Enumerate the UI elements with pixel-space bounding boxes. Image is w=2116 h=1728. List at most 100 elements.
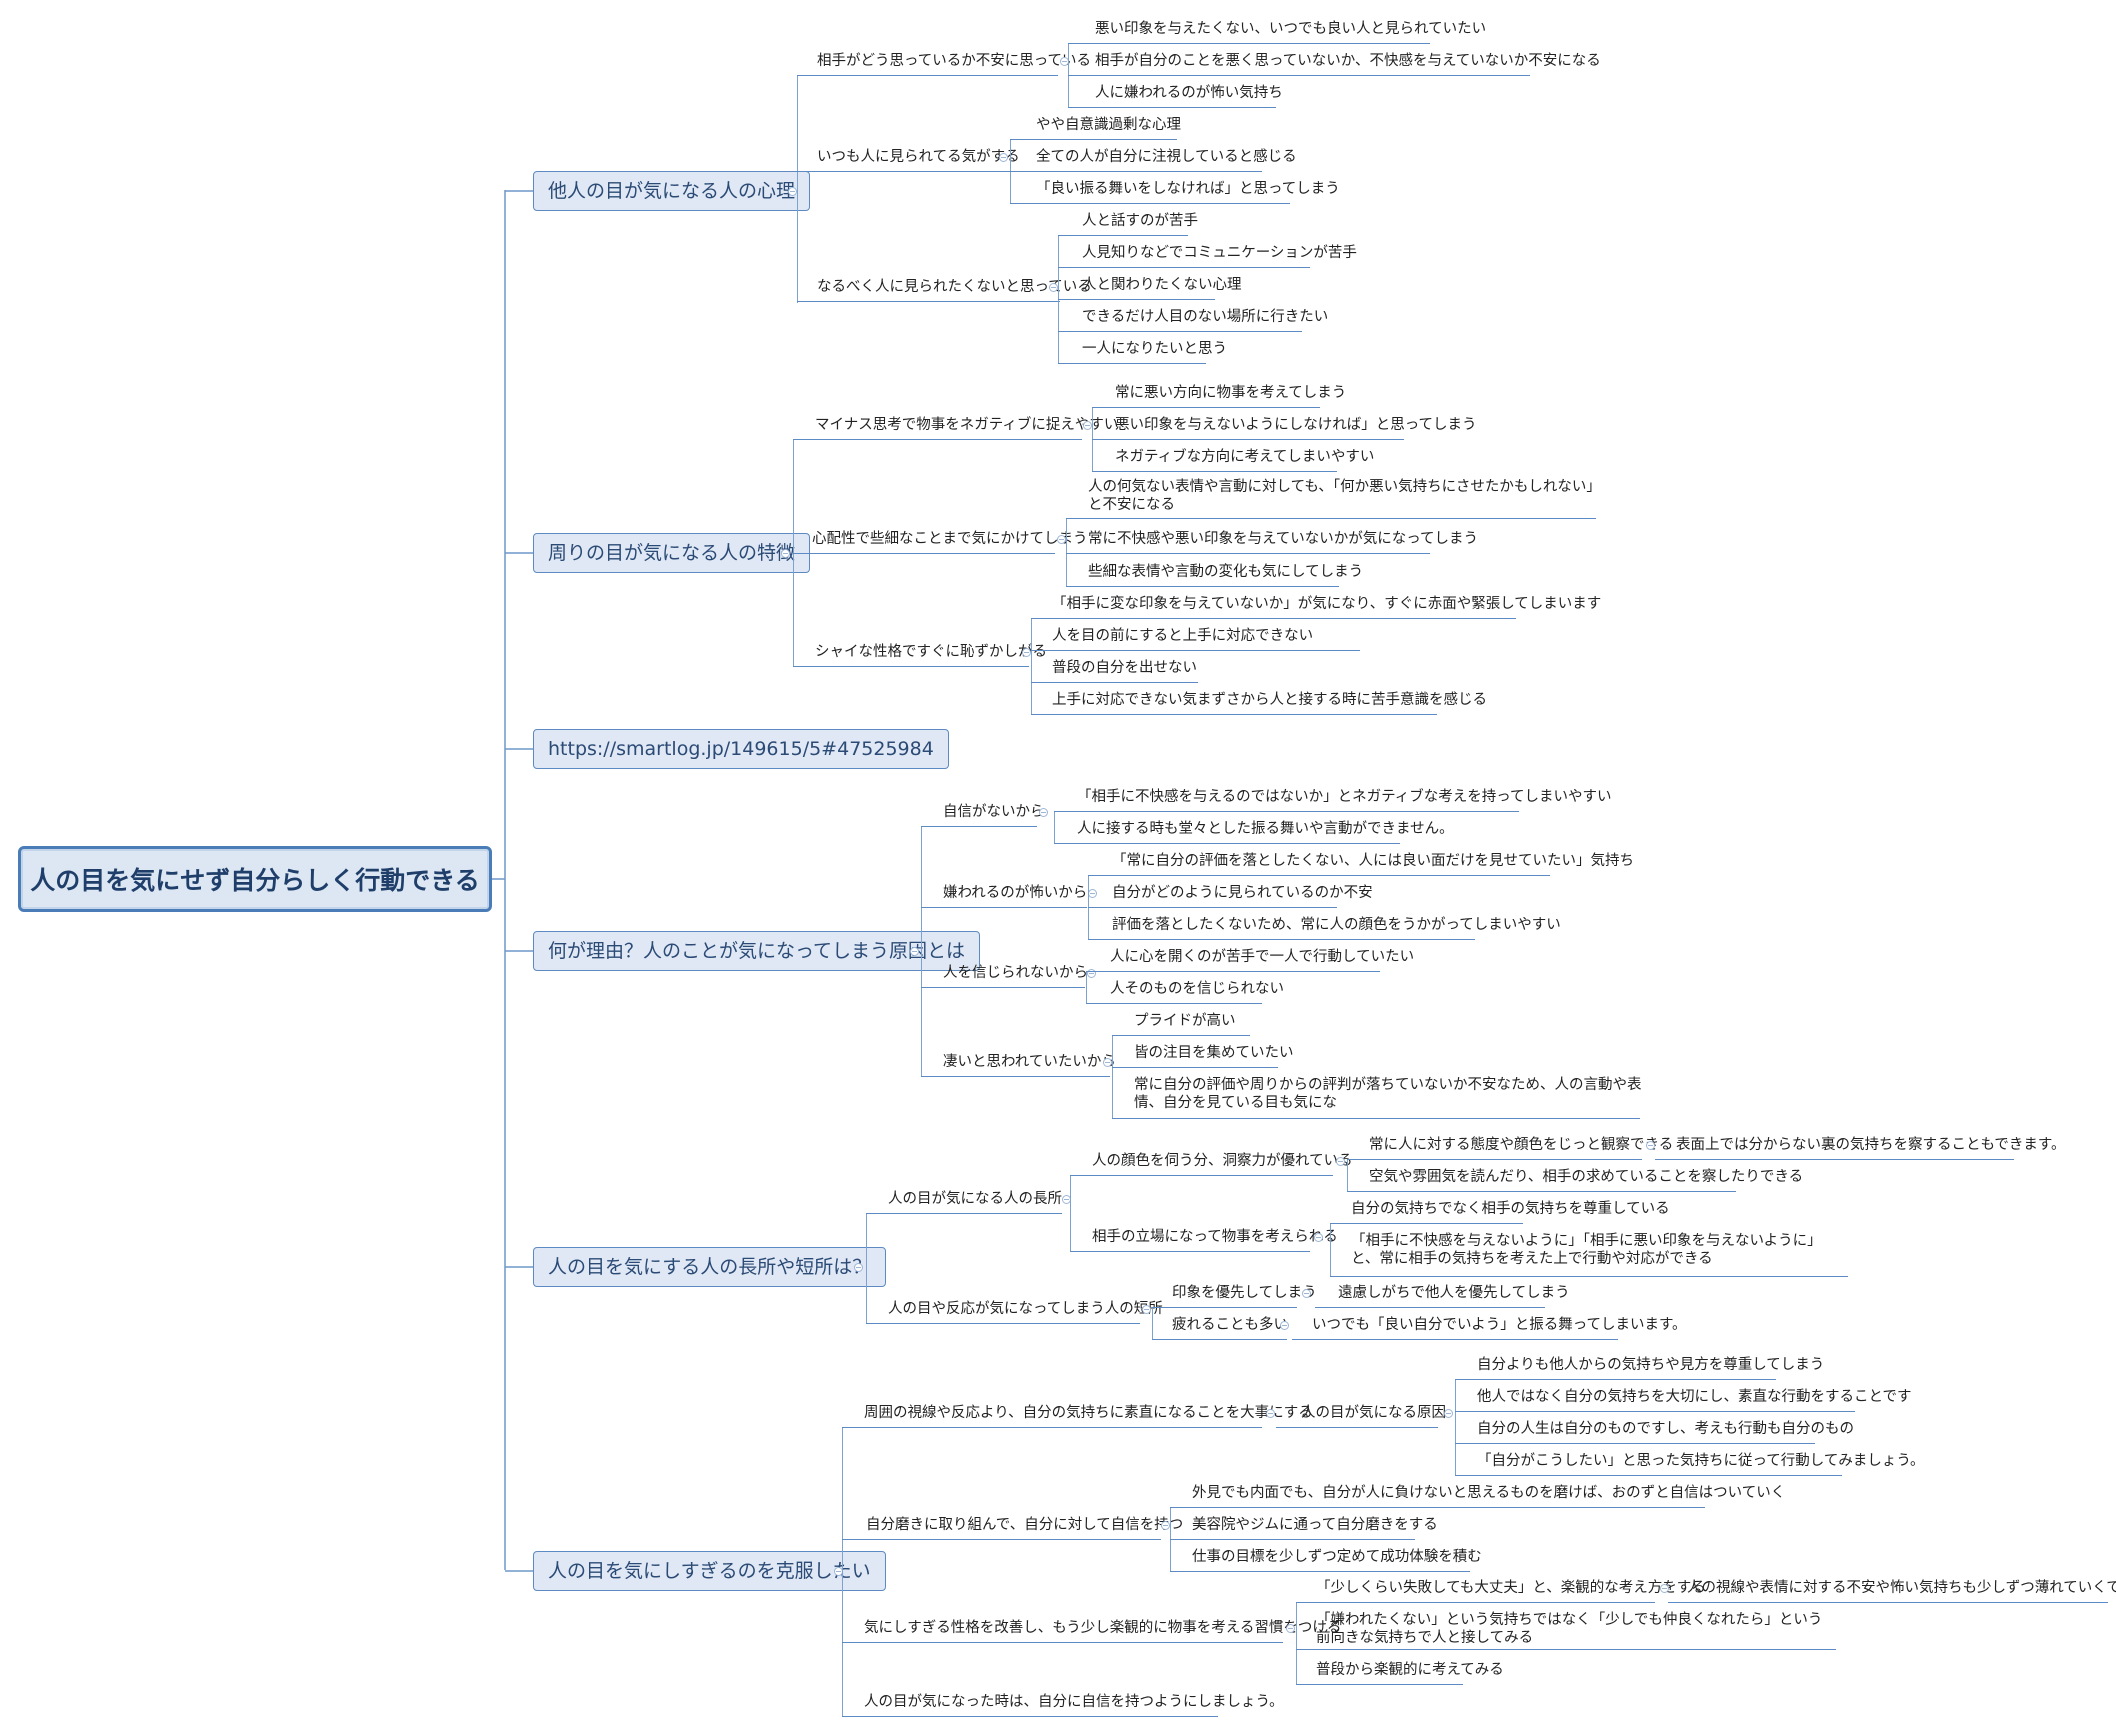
leaf-node[interactable]: 人を目の前にすると上手に対応できない: [1052, 628, 1314, 644]
main-node-psychology[interactable]: 他人の目が気になる人の心理: [533, 171, 811, 211]
branch-node[interactable]: 「少しくらい失敗しても大丈夫」と、楽観的な考え方をする: [1316, 1580, 1706, 1596]
leaf-node[interactable]: 他人ではなく自分の気持ちを大切にし、素直な行動をすることです: [1477, 1389, 1912, 1405]
leaf-node[interactable]: 一人になりたいと思う: [1082, 341, 1227, 357]
leaf-node[interactable]: 普段から楽観的に考えてみる: [1316, 1662, 1504, 1678]
leaf-node[interactable]: 遠慮しがちで他人を優先してしまう: [1338, 1285, 1570, 1301]
branch-node[interactable]: 人の顔色を伺う分、洞察力が優れている: [1092, 1153, 1353, 1169]
main-node-overcome[interactable]: 人の目を気にしすぎるのを克服したい: [533, 1551, 886, 1591]
leaf-node[interactable]: 皆の注目を集めていたい: [1134, 1045, 1294, 1061]
collapse-toggle[interactable]: [1021, 647, 1031, 657]
leaf-node[interactable]: 評価を落としたくないため、常に人の顔色をうかがってしまいやすい: [1112, 917, 1561, 933]
branch-node[interactable]: 疲れることも多い: [1172, 1317, 1288, 1333]
collapse-toggle[interactable]: [1086, 968, 1096, 978]
branch-node[interactable]: 人の目が気になった時は、自分に自信を持つようにしましょう。: [864, 1694, 1284, 1710]
leaf-node[interactable]: 外見でも内面でも、自分が人に負けないと思えるものを磨けば、おのずと自信はついてい…: [1192, 1485, 1786, 1501]
main-node-characteristics[interactable]: 周りの目が気になる人の特徴: [533, 533, 811, 573]
collapse-toggle[interactable]: [1285, 1623, 1295, 1633]
leaf-node[interactable]: 自分がどのように見られているのか不安: [1112, 885, 1373, 901]
leaf-node[interactable]: 些細な表情や言動の変化も気にしてしまう: [1088, 564, 1364, 580]
branch-node[interactable]: 嫌われるのが怖いから: [943, 885, 1088, 901]
branch-node[interactable]: シャイな性格ですぐに恥ずかしがる: [815, 644, 1047, 660]
leaf-node[interactable]: 普段の自分を出せない: [1052, 660, 1197, 676]
leaf-node[interactable]: 自分の気持ちでなく相手の気持ちを尊重している: [1351, 1201, 1670, 1217]
collapse-toggle[interactable]: [787, 186, 797, 196]
collapse-toggle[interactable]: [853, 1262, 863, 1272]
collapse-toggle[interactable]: [909, 946, 919, 956]
branch-node[interactable]: 人を信じられないから: [943, 965, 1088, 981]
leaf-node[interactable]: 「自分がこうしたい」と思った気持ちに従って行動してみましょう。: [1477, 1453, 1925, 1469]
collapse-toggle[interactable]: [1301, 1288, 1311, 1298]
branch-node[interactable]: なるべく人に見られたくないと思っている: [817, 279, 1092, 295]
collapse-toggle[interactable]: [1335, 1156, 1345, 1166]
branch-node[interactable]: 周囲の視線や反応より、自分の気持ちに素直になることを大事にする: [864, 1405, 1313, 1421]
branch-node[interactable]: 相手がどう思っているか不安に思っている: [817, 53, 1092, 69]
leaf-node[interactable]: 自分の人生は自分のものですし、考えも行動も自分のもの: [1477, 1421, 1854, 1437]
leaf-node[interactable]: 常に不快感や悪い印象を与えていないかが気になってしまう: [1088, 531, 1479, 547]
branch-node[interactable]: 人の目や反応が気になってしまう人の短所: [888, 1301, 1163, 1317]
leaf-node[interactable]: 「良い振る舞いをしなければ」と思ってしまう: [1036, 181, 1340, 197]
leaf-node[interactable]: 悪い印象を与えないようにしなければ」と思ってしまう: [1115, 417, 1477, 433]
collapse-toggle[interactable]: [998, 152, 1008, 162]
leaf-node[interactable]: 人の視線や表情に対する不安や怖い気持ちも少しずつ薄れていくでしょう: [1687, 1580, 2116, 1596]
collapse-toggle[interactable]: [1645, 1140, 1655, 1150]
leaf-node[interactable]: 全ての人が自分に注視していると感じる: [1036, 149, 1297, 165]
collapse-toggle[interactable]: [1082, 420, 1092, 430]
leaf-node[interactable]: 人に嫌われるのが怖い気持ち: [1095, 85, 1283, 101]
leaf-node[interactable]: 常に人に対する態度や顔色をじっと観察できる: [1369, 1137, 1674, 1153]
collapse-toggle[interactable]: [1265, 1408, 1275, 1418]
leaf-node[interactable]: 「相手に変な印象を与えていないか」が気になり、すぐに赤面や緊張してしまいます: [1052, 596, 1602, 612]
branch-node[interactable]: 自信がないから: [943, 804, 1045, 820]
leaf-node[interactable]: 「相手に不快感を与えないように」「相手に悪い印象を与えないように」と、常に相手の…: [1351, 1233, 1822, 1267]
leaf-node[interactable]: 空気や雰囲気を読んだり、相手の求めていることを察したりできる: [1369, 1169, 1804, 1185]
collapse-toggle[interactable]: [1048, 282, 1058, 292]
leaf-node[interactable]: 人と関わりたくない心理: [1082, 277, 1242, 293]
collapse-toggle[interactable]: [780, 548, 790, 558]
leaf-node[interactable]: 自分よりも他人からの気持ちや見方を尊重してしまう: [1477, 1357, 1825, 1373]
collapse-toggle[interactable]: [1038, 807, 1048, 817]
branch-node[interactable]: いつも人に見られてる気がする: [817, 149, 1020, 165]
leaf-node[interactable]: 人の何気ない表情や言動に対しても、「何か悪い気持ちにさせたかもしれない」と不安に…: [1088, 479, 1594, 513]
branch-node[interactable]: 印象を優先してしまう: [1172, 1285, 1317, 1301]
branch-node[interactable]: 自分磨きに取り組んで、自分に対して自信を持つ: [866, 1517, 1184, 1533]
leaf-node[interactable]: 「常に自分の評価を落としたくない、人には良い面だけを見せていたい」気持ち: [1112, 853, 1634, 869]
leaf-node[interactable]: 常に悪い方向に物事を考えてしまう: [1115, 385, 1347, 401]
collapse-toggle[interactable]: [1313, 1232, 1323, 1242]
root-node[interactable]: 人の目を気にせず自分らしく行動できる: [18, 846, 492, 912]
leaf-node[interactable]: いつでも「良い自分でいよう」と振る舞ってしまいます。: [1312, 1317, 1687, 1333]
leaf-node[interactable]: 「嫌われたくない」という気持ちではなく「少しでも仲良くなれたら」という前向きな気…: [1316, 1612, 1823, 1646]
leaf-node[interactable]: 悪い印象を与えたくない、いつでも良い人と見られていたい: [1095, 21, 1487, 37]
branch-node[interactable]: 人の目が気になる原因: [1301, 1405, 1446, 1421]
branch-node[interactable]: 気にしすぎる性格を改善し、もう少し楽観的に物事を考える習慣をつける: [864, 1620, 1342, 1636]
leaf-node[interactable]: ネガティブな方向に考えてしまいやすい: [1115, 449, 1375, 465]
leaf-node[interactable]: 人と話すのが苦手: [1082, 213, 1198, 229]
branch-node[interactable]: 相手の立場になって物事を考えられる: [1092, 1229, 1338, 1245]
leaf-node[interactable]: 常に自分の評価や周りからの評判が落ちていないか不安なため、人の言動や表情、自分を…: [1134, 1077, 1642, 1111]
leaf-node[interactable]: 仕事の目標を少しずつ定めて成功体験を積む: [1192, 1549, 1482, 1565]
leaf-node[interactable]: 人そのものを信じられない: [1110, 981, 1284, 997]
collapse-toggle[interactable]: [1141, 1304, 1151, 1314]
collapse-toggle[interactable]: [1056, 534, 1066, 544]
collapse-toggle[interactable]: [1160, 1520, 1170, 1530]
leaf-node[interactable]: 人に接する時も堂々とした振る舞いや言動ができません。: [1077, 821, 1454, 837]
collapse-toggle[interactable]: [1443, 1408, 1453, 1418]
leaf-node[interactable]: プライドが高い: [1134, 1013, 1236, 1029]
leaf-node[interactable]: 人に心を開くのが苦手で一人で行動していたい: [1110, 949, 1415, 965]
leaf-node[interactable]: できるだけ人目のない場所に行きたい: [1082, 309, 1329, 325]
collapse-toggle[interactable]: [1279, 1320, 1289, 1330]
main-node-reasons[interactable]: 何が理由？人のことが気になってしまう原因とは: [533, 931, 981, 971]
leaf-node[interactable]: 「相手に不快感を与えるのではないか」とネガティブな考えを持ってしまいやすい: [1077, 789, 1612, 805]
leaf-node[interactable]: やや自意識過剰な心理: [1036, 117, 1181, 133]
main-node-source-link[interactable]: https://smartlog.jp/149615/5#47525984: [533, 729, 949, 769]
branch-node[interactable]: マイナス思考で物事をネガティブに捉えやすい: [815, 417, 1119, 433]
branch-node[interactable]: 心配性で些細なことまで気にかけてしまう: [812, 531, 1088, 547]
collapse-toggle[interactable]: [1659, 1583, 1669, 1593]
collapse-toggle[interactable]: [1102, 1057, 1112, 1067]
leaf-node[interactable]: 表面上では分からない裏の気持ちを察することもできます。: [1676, 1137, 2066, 1153]
leaf-node[interactable]: 上手に対応できない気まずさから人と接する時に苦手意識を感じる: [1052, 692, 1487, 708]
branch-node[interactable]: 人の目が気になる人の長所: [888, 1191, 1062, 1207]
main-node-pros-cons[interactable]: 人の目を気にする人の長所や短所は？: [533, 1247, 887, 1287]
leaf-node[interactable]: 美容院やジムに通って自分磨きをする: [1192, 1517, 1438, 1533]
leaf-node[interactable]: 人見知りなどでコミュニケーションが苦手: [1082, 245, 1357, 261]
branch-node[interactable]: 凄いと思われていたいから: [943, 1054, 1116, 1070]
leaf-node[interactable]: 相手が自分のことを悪く思っていないか、不快感を与えていないか不安になる: [1095, 53, 1601, 69]
